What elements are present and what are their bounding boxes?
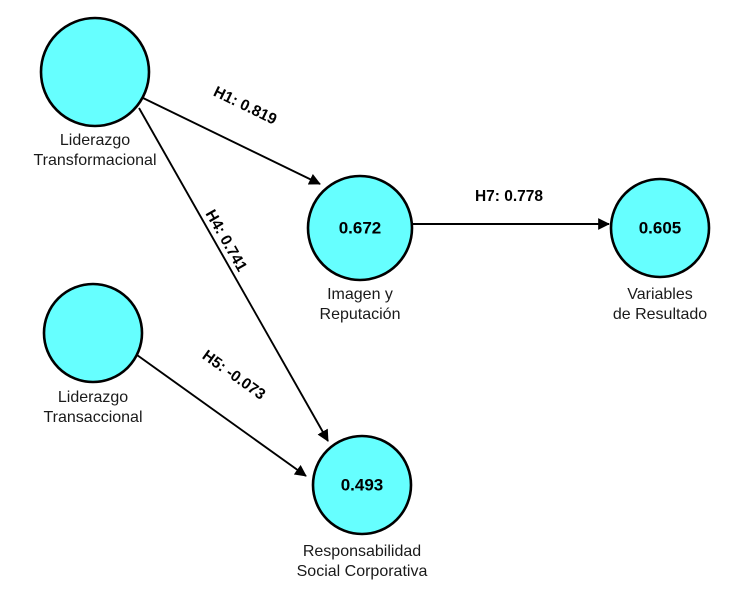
node-circle — [42, 282, 144, 384]
edge-h1-line — [142, 97, 321, 185]
node-label-line1: Liderazgo — [60, 132, 130, 149]
node-liderazgo-transaccional[interactable]: Liderazgo Transaccional — [42, 282, 144, 426]
node-label-line1: Imagen y — [327, 286, 393, 303]
node-group: Liderazgo Transformacional Liderazgo Tra… — [33, 16, 711, 580]
edge-h5-label: H5: -0.073 — [199, 347, 269, 404]
edge-h4-label: H4: 0.741 — [202, 207, 251, 275]
node-value: 0.605 — [639, 218, 682, 237]
node-circle — [311, 434, 413, 536]
edge-h5[interactable]: H5: -0.073 — [136, 347, 307, 477]
node-circle — [39, 16, 151, 128]
edge-h4[interactable]: H4: 0.741 — [138, 107, 329, 442]
edge-h7[interactable]: H7: 0.778 — [413, 188, 610, 230]
node-circle — [306, 174, 414, 282]
node-label-line1: Variables — [627, 286, 693, 303]
node-label-line2: Transaccional — [43, 409, 142, 426]
edge-h4-line — [138, 107, 329, 442]
node-label-line2: Social Corporativa — [297, 563, 428, 580]
node-circle — [609, 177, 711, 279]
node-responsabilidad-social-corporativa[interactable]: 0.493 Responsabilidad Social Corporativa — [297, 434, 428, 580]
edge-h5-line — [136, 354, 307, 477]
node-liderazgo-transformacional[interactable]: Liderazgo Transformacional — [33, 16, 157, 169]
node-label-line2: de Resultado — [613, 306, 707, 323]
node-value: 0.493 — [341, 475, 384, 494]
node-label-line1: Liderazgo — [58, 389, 128, 406]
node-label-line2: Transformacional — [33, 152, 156, 169]
edge-h1[interactable]: H1: 0.819 — [142, 83, 321, 185]
node-label-line1: Responsabilidad — [303, 543, 421, 560]
node-variables-de-resultado[interactable]: 0.605 Variables de Resultado — [609, 177, 711, 323]
node-value: 0.672 — [339, 218, 382, 237]
edge-h7-label: H7: 0.778 — [475, 188, 543, 205]
edge-h1-label: H1: 0.819 — [211, 83, 280, 128]
node-imagen-y-reputacion[interactable]: 0.672 Imagen y Reputación — [306, 174, 414, 323]
edge-group: H1: 0.819 H4: 0.741 H5: -0.073 H7: 0.778 — [136, 83, 610, 477]
node-label-line2: Reputación — [320, 306, 401, 323]
